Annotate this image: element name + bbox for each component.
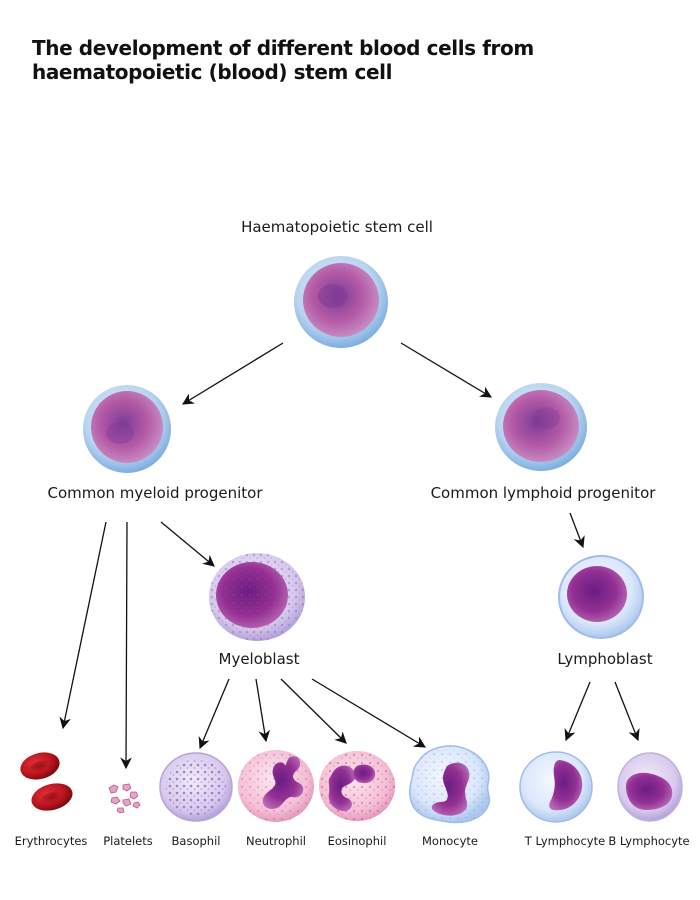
arrow-lymphoid-to-lymphoblast xyxy=(569,512,585,549)
b-lymphocyte-node xyxy=(617,752,683,822)
eosinophil-node xyxy=(319,751,395,821)
arrow-myeloid-to-erythrocytes xyxy=(59,521,107,730)
arrow-lymphoblast-to-b-lymphocyte xyxy=(614,681,640,742)
arrow-myeloblast-to-monocyte xyxy=(311,678,427,748)
title-line-1: The development of different blood cells… xyxy=(32,36,534,60)
stem-cell-node xyxy=(294,256,388,348)
t-lymphocyte-label: T Lymphocyte xyxy=(524,834,605,848)
arrow-lymphoblast-to-t-lymphocyte xyxy=(564,681,591,742)
myeloblast-node xyxy=(209,553,305,641)
myeloblast-label: Myeloblast xyxy=(219,650,300,668)
arrow-stem-to-lymphoid xyxy=(400,342,493,398)
lymphoblast-label: Lymphoblast xyxy=(557,650,652,668)
arrow-myeloblast-to-neutrophil xyxy=(255,678,271,743)
page-title: The development of different blood cells… xyxy=(32,36,652,84)
neutrophil-node xyxy=(238,750,314,822)
arrow-stem-to-myeloid xyxy=(182,342,284,405)
lymphoblast-node xyxy=(558,555,644,639)
lymphoid-progenitor-label: Common lymphoid progenitor xyxy=(431,484,657,502)
title-line-2: haematopoietic (blood) stem cell xyxy=(32,60,393,84)
arrow-myeloid-to-myeloblast xyxy=(160,521,215,567)
eosinophil-label: Eosinophil xyxy=(328,834,387,848)
platelets-node xyxy=(108,783,141,814)
arrow-myeloblast-to-basophil xyxy=(198,678,230,750)
basophil-node xyxy=(159,752,233,822)
monocyte-label: Monocyte xyxy=(422,834,478,848)
arrow-myeloid-to-platelets xyxy=(120,521,132,770)
basophil-label: Basophil xyxy=(172,834,221,848)
lymphoid-progenitor-node xyxy=(495,383,587,471)
myeloid-progenitor-node xyxy=(83,385,171,473)
neutrophil-label: Neutrophil xyxy=(246,834,306,848)
erythrocytes-label: Erythrocytes xyxy=(15,834,88,848)
arrows xyxy=(59,342,640,770)
myeloid-progenitor-label: Common myeloid progenitor xyxy=(47,484,263,502)
arrow-myeloblast-to-eosinophil xyxy=(280,678,347,744)
stem-cell-label: Haematopoietic stem cell xyxy=(241,218,433,236)
b-lymphocyte-label: B Lymphocyte xyxy=(608,834,689,848)
monocyte-node xyxy=(408,745,491,824)
t-lymphocyte-node xyxy=(519,751,593,823)
erythrocytes-node xyxy=(20,752,73,811)
platelets-label: Platelets xyxy=(103,834,153,848)
